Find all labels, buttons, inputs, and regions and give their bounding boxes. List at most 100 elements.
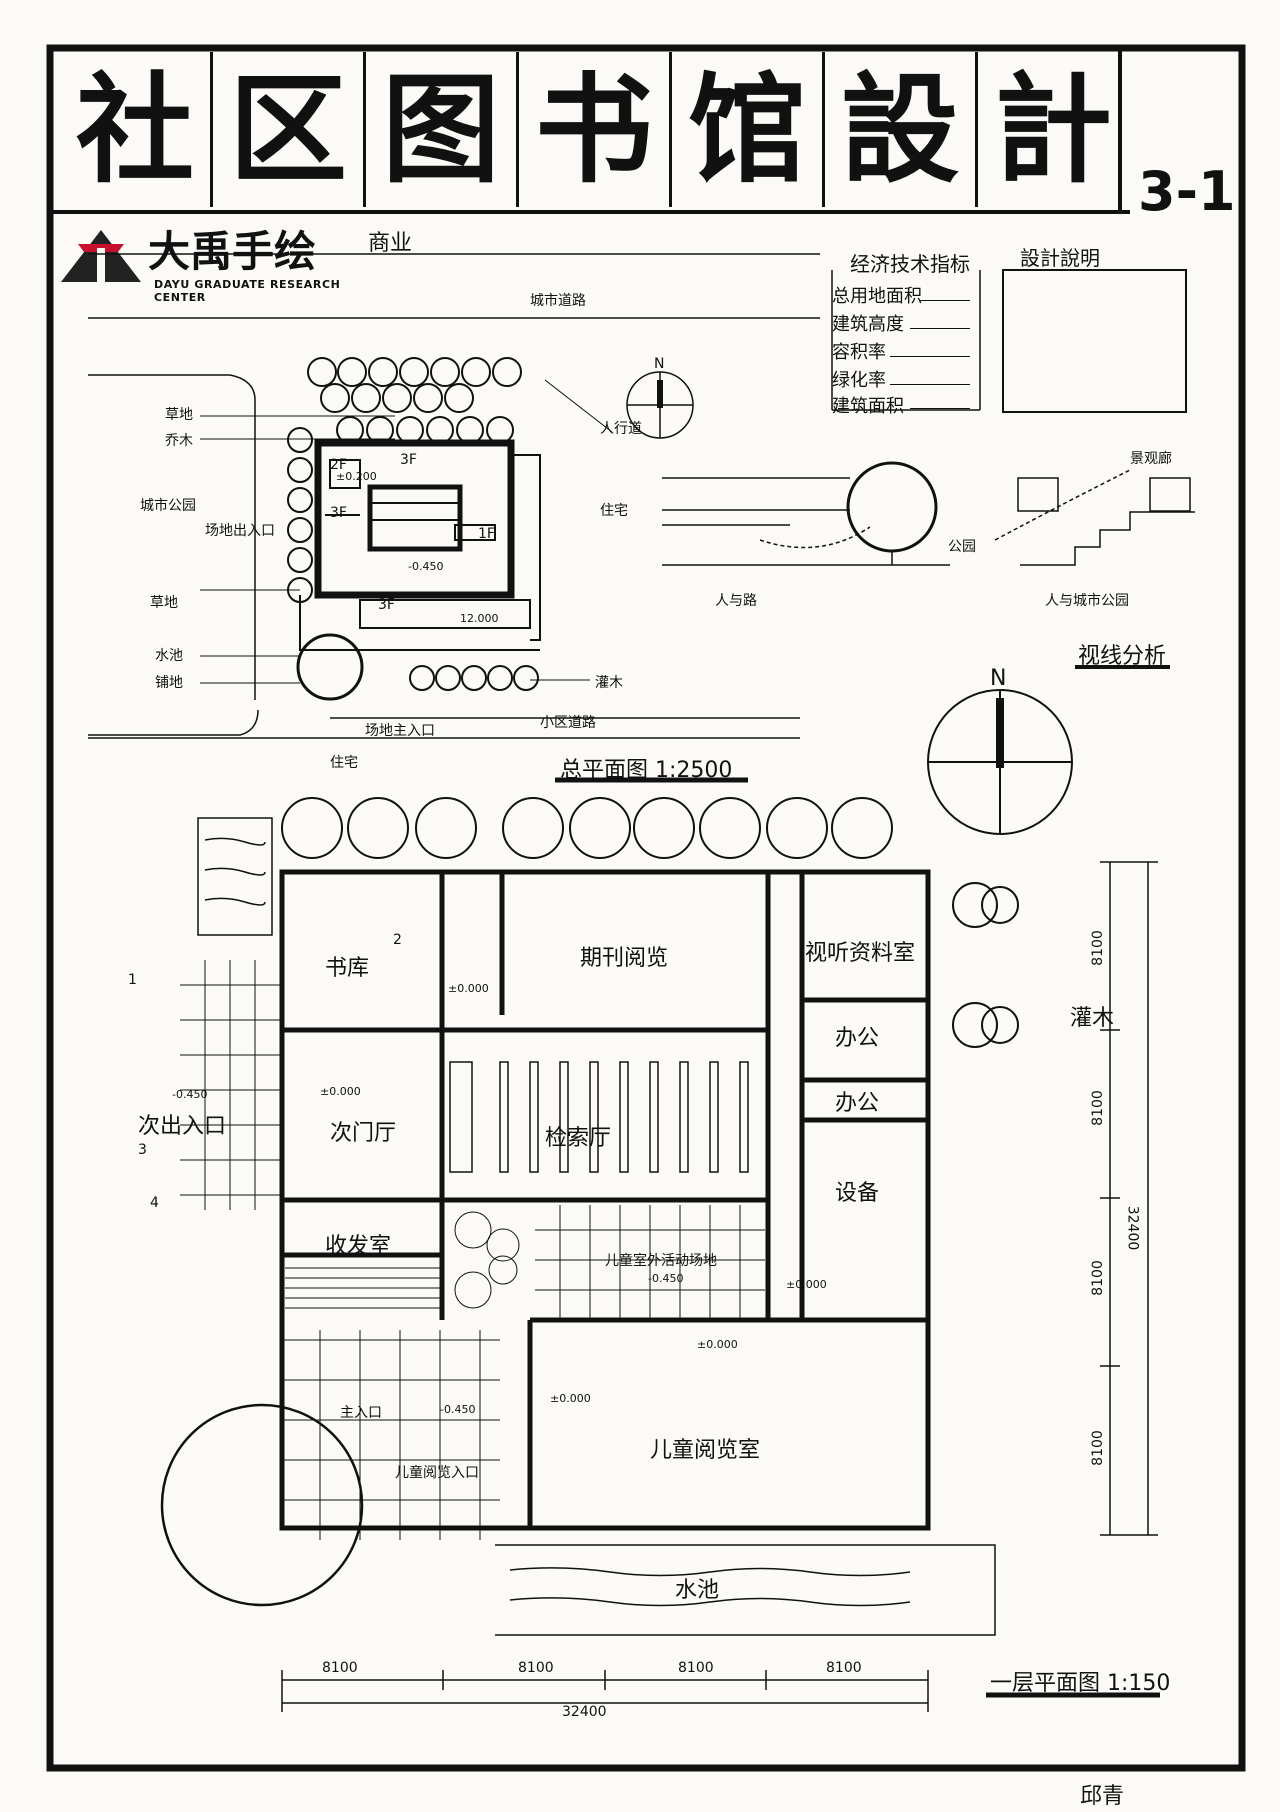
title-char: 社 — [60, 52, 213, 207]
indicator-row: 建筑高度 — [832, 314, 904, 335]
dim-right: 8100 — [1089, 1260, 1106, 1296]
logo-mark-icon — [61, 230, 141, 282]
room-stacks: 书库 — [325, 956, 370, 981]
top-left-pool — [197, 817, 273, 936]
logo-extra: 商业 — [368, 231, 413, 256]
site-plan-caption: 总平面图 1:2500 — [560, 758, 733, 783]
indicator-row: 建筑面积 — [832, 396, 904, 417]
logo-name: 大禹手绘 — [148, 227, 317, 276]
label-shrub-plan: 灌木 — [1070, 1006, 1115, 1031]
road-city-label: 城市道路 — [530, 293, 586, 309]
design-notes-heading: 設計說明 — [1020, 246, 1100, 270]
bottom-dimension-chain — [281, 1670, 929, 1712]
floor-plan-caption: 一层平面图 1:150 — [990, 1671, 1171, 1696]
label-water: 水池 — [675, 1578, 720, 1603]
index-hall-shelves — [449, 1061, 749, 1173]
indicator-row: 容积率 — [832, 342, 886, 363]
label-main-entrance-plan: 主入口 — [340, 1405, 382, 1421]
label-city-park: 城市公园 — [140, 498, 196, 514]
label-paving: 铺地 — [155, 675, 183, 691]
plan-elevation: -0.450 — [440, 1403, 476, 1416]
sight-people-road: 人与路 — [715, 593, 757, 609]
indicator-row: 总用地面积 — [832, 286, 922, 307]
site-elevation: -0.450 — [408, 560, 444, 573]
room-index-hall: 检索厅 — [545, 1126, 612, 1151]
dim-right-total: 32400 — [1124, 1205, 1141, 1251]
site-floor-label: 3F — [378, 597, 395, 613]
right-dimension-chain — [1100, 861, 1158, 1536]
label-grass-1: 草地 — [165, 407, 193, 423]
dim-right: 8100 — [1089, 1090, 1106, 1126]
section-people-road — [662, 461, 950, 566]
label-residence-right: 住宅 — [600, 503, 628, 519]
large-tree-icon — [160, 1403, 364, 1607]
site-north-label: N — [654, 356, 665, 372]
plan-elevation: -0.450 — [172, 1088, 208, 1101]
site-roads — [88, 253, 820, 739]
bottom-pool — [495, 1544, 996, 1636]
label-pool: 水池 — [155, 648, 183, 664]
sight-scenic-corridor: 景观廊 — [1130, 451, 1172, 467]
site-floor-label: 3F — [400, 452, 417, 468]
plan-north-arrow-icon — [927, 689, 1073, 835]
indicators-heading: 经济技术指标 — [850, 252, 970, 276]
room-equipment: 设备 — [835, 1181, 880, 1206]
indicator-blank — [910, 408, 970, 409]
indicator-row: 绿化率 — [832, 370, 886, 391]
brand-logo: 大禹手绘 DAYU GRADUATE RESEARCH CENTER — [56, 218, 376, 304]
label-secondary-entrance: 次出入口 — [138, 1114, 227, 1139]
site-floor-label: 1F — [478, 526, 495, 542]
entry-steps — [285, 1267, 440, 1309]
dim-right: 8100 — [1089, 1430, 1106, 1466]
title-char: 图 — [366, 52, 519, 207]
dim-bottom: 8100 — [322, 1660, 358, 1676]
logo-subtitle: DAYU GRADUATE RESEARCH CENTER — [154, 278, 341, 304]
site-elevation: 12.000 — [460, 612, 499, 625]
dim-bottom: 8100 — [518, 1660, 554, 1676]
design-notes-box — [1002, 269, 1187, 413]
sight-analysis-caption: 视线分析 — [1078, 644, 1167, 669]
indicator-blank — [920, 300, 970, 301]
dim-right: 8100 — [1089, 930, 1106, 966]
indicator-blank — [890, 356, 970, 357]
room-office-2: 办公 — [835, 1091, 880, 1116]
room-periodicals: 期刊阅览 — [580, 946, 669, 971]
label-main-entrance: 场地主入口 — [365, 723, 435, 739]
section-people-park — [994, 469, 1195, 669]
label-sidewalk: 人行道 — [600, 421, 642, 437]
plan-mark: 4 — [150, 1195, 159, 1211]
site-trees — [287, 357, 539, 701]
plan-trees-top — [281, 797, 1019, 1048]
label-tree: 乔木 — [165, 433, 193, 449]
room-children-activity: 儿童室外活动场地 — [605, 1253, 717, 1269]
label-plaza-entrance: 场地出入口 — [205, 523, 275, 539]
label-residence-bottom: 住宅 — [330, 755, 358, 771]
title-char: 設 — [825, 52, 978, 207]
label-shrub-site: 灌木 — [595, 675, 623, 691]
plan-elevation: -0.450 — [648, 1272, 684, 1285]
plan-elevation: ±0.000 — [320, 1085, 361, 1098]
title-char: 計 — [993, 60, 1112, 199]
road-community-label: 小区道路 — [540, 715, 596, 731]
signature: 邱青 — [1080, 1784, 1125, 1809]
plan-north-label: N — [990, 666, 1007, 691]
plan-walls — [279, 869, 931, 1531]
plan-elevation: ±0.000 — [448, 982, 489, 995]
room-reception: 收发室 — [325, 1234, 392, 1259]
indicator-blank — [910, 328, 970, 329]
title-row: 社 区 图 书 馆 設 計 — [60, 52, 1120, 212]
label-grass-2: 草地 — [150, 595, 178, 611]
dim-bottom: 8100 — [826, 1660, 862, 1676]
site-building — [299, 439, 541, 651]
sheet-frame — [46, 44, 1246, 1772]
title-char: 馆 — [672, 52, 825, 207]
indicators-table — [831, 270, 981, 411]
dim-bottom-total: 32400 — [562, 1704, 607, 1720]
room-children-reading: 儿童阅览室 — [650, 1438, 761, 1463]
title-char: 书 — [519, 52, 672, 207]
label-kids-entrance: 儿童阅览入口 — [395, 1465, 479, 1481]
room-secondary-hall: 次门厅 — [330, 1121, 397, 1146]
room-office-1: 办公 — [835, 1026, 880, 1051]
